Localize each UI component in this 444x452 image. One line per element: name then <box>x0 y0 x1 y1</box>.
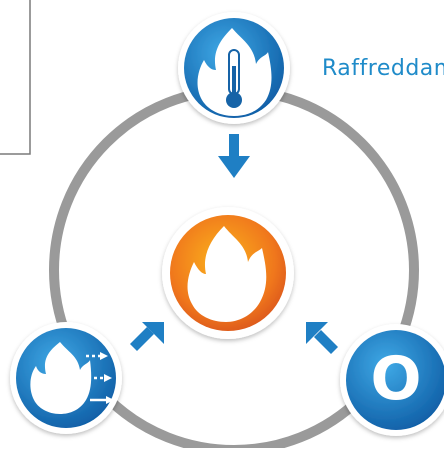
oxygen-node <box>340 324 444 436</box>
arrow-fuel-to-fire <box>130 322 164 351</box>
flame-icon <box>187 226 267 322</box>
letter-o-icon: O <box>370 344 422 414</box>
arrow-heat-to-fire <box>218 134 250 178</box>
flame-wind-icon <box>30 342 92 414</box>
fuel-node <box>10 322 122 434</box>
cooling-label: Raffreddam <box>322 56 444 81</box>
arrow-oxygen-to-fire <box>306 322 338 354</box>
text-panel-border <box>0 0 31 155</box>
heat-node <box>178 12 290 124</box>
fire-node <box>162 207 294 339</box>
